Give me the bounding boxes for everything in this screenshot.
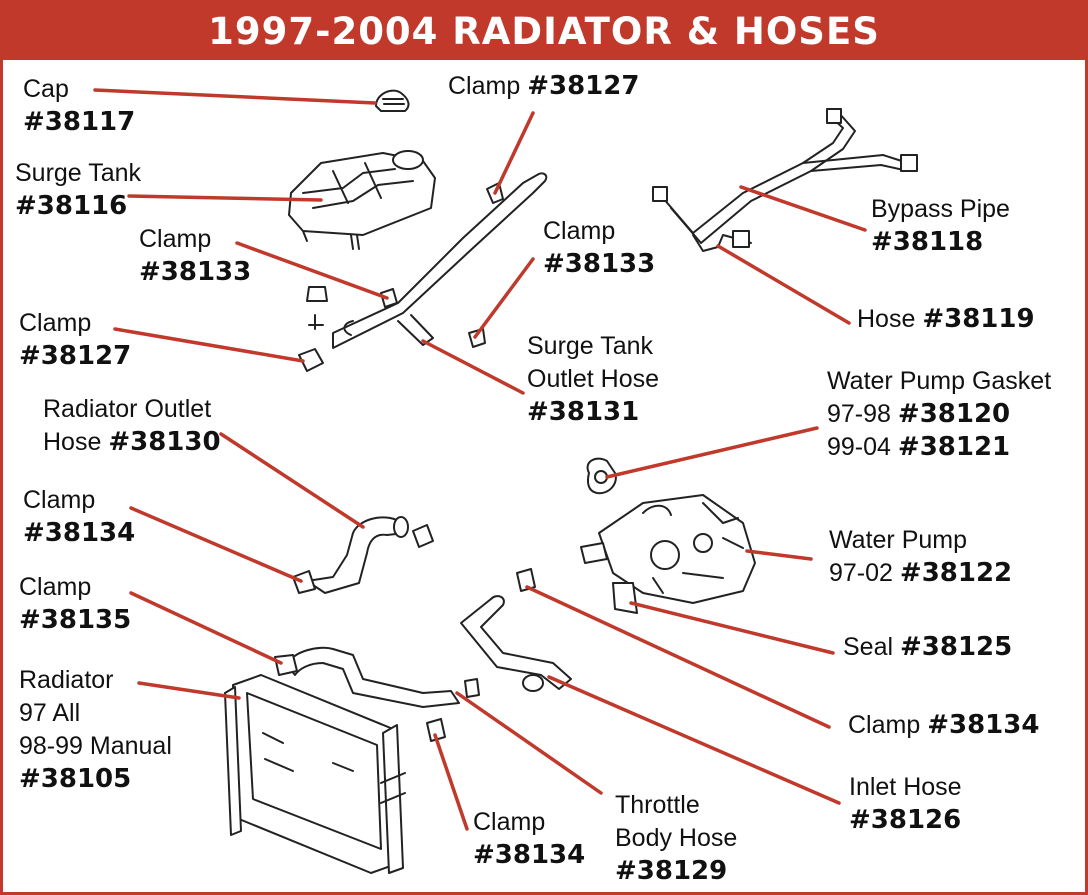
parts-illustration bbox=[93, 88, 918, 874]
cap-part bbox=[375, 89, 410, 112]
surge-outlet-hose-part bbox=[332, 172, 548, 349]
label-radiator: Radiator 97 All 98-99 Manual #38105 bbox=[19, 666, 172, 794]
inlet-hose-part bbox=[460, 595, 572, 692]
label-seal: Seal #38125 bbox=[843, 632, 1013, 662]
label-water-pump-gasket: Water Pump Gasket 97-98 #38120 99-04 #38… bbox=[827, 367, 1052, 462]
radiator-part bbox=[224, 674, 406, 874]
label-clamp-38134-b: Clamp #38134 bbox=[848, 710, 1040, 740]
radiator-outlet-hose-part bbox=[306, 516, 409, 594]
bypass-pipe-part bbox=[652, 108, 918, 252]
label-clamp-left-38133: Clamp #38133 bbox=[139, 225, 252, 287]
water-pump-part bbox=[580, 494, 756, 614]
surge-tank-part bbox=[288, 150, 436, 250]
page-title: 1997-2004 RADIATOR & HOSES bbox=[3, 3, 1085, 60]
label-cap: Cap #38117 bbox=[23, 75, 136, 137]
throttle-body-hose-part bbox=[286, 646, 460, 708]
leader-lines bbox=[93, 88, 867, 831]
mount-part bbox=[306, 286, 328, 330]
label-water-pump: Water Pump 97-02 #38122 bbox=[829, 526, 1013, 588]
label-inlet-hose: Inlet Hose #38126 bbox=[849, 773, 962, 835]
label-hose-38119: Hose #38119 bbox=[857, 304, 1035, 334]
label-clamp-38134-c: Clamp #38134 bbox=[473, 808, 586, 870]
label-clamp-38134-a: Clamp #38134 bbox=[23, 486, 136, 548]
label-clamp-right-38133: Clamp #38133 bbox=[543, 217, 656, 279]
label-clamp-top-38127: Clamp #38127 bbox=[448, 71, 640, 101]
label-surge-tank: Surge Tank #38116 bbox=[15, 159, 142, 221]
label-bypass-pipe: Bypass Pipe #38118 bbox=[871, 195, 1010, 257]
label-clamp-left-38127: Clamp #38127 bbox=[19, 309, 132, 371]
label-surge-outlet-hose: Surge Tank Outlet Hose #38131 bbox=[527, 332, 660, 427]
label-radiator-outlet-hose: Radiator Outlet Hose #38130 bbox=[43, 395, 221, 457]
label-clamp-38135: Clamp #38135 bbox=[19, 573, 132, 635]
label-throttle-body-hose: Throttle Body Hose #38129 bbox=[615, 791, 738, 886]
